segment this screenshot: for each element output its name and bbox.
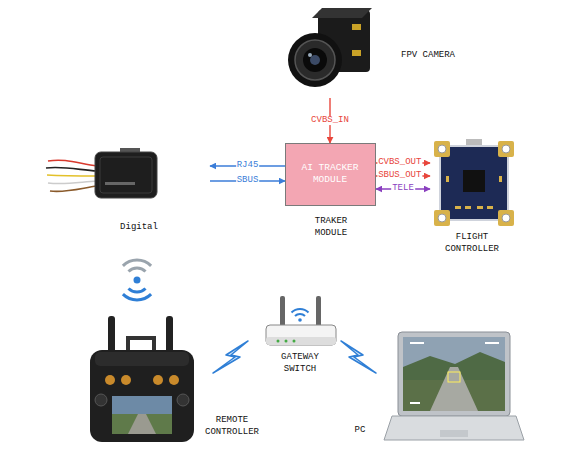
- module-case-edge: [100, 157, 152, 193]
- handle: [128, 338, 154, 352]
- signal-arc: [123, 260, 151, 266]
- node-label: PC: [350, 425, 370, 437]
- digital-module-node: Digital: [44, 148, 210, 203]
- controller-body: [90, 350, 194, 442]
- pc-node: PC: [384, 330, 524, 442]
- signal-label: CVBS_OUT: [377, 158, 422, 168]
- node-label: GATEWAY SWITCH: [276, 352, 324, 375]
- status-led: [277, 340, 280, 343]
- camera-lens-highlight: [308, 53, 312, 57]
- wire: [47, 175, 97, 176]
- tracking-box: [448, 372, 460, 382]
- router-body: [266, 325, 336, 345]
- control-knob: [169, 375, 179, 385]
- signal-arc: [123, 294, 151, 300]
- solder-pad: [477, 206, 483, 209]
- joystick: [95, 394, 107, 406]
- module-case: [95, 152, 157, 198]
- camera-node: FPV CAMERA: [288, 5, 376, 98]
- laptop-display: [403, 337, 505, 411]
- signal-label: SBUS: [236, 176, 260, 186]
- status-led: [285, 340, 288, 343]
- mounting-pad: [434, 141, 450, 157]
- solder-pad: [487, 206, 493, 209]
- laptop-illustration: [384, 332, 524, 440]
- router-front: [266, 337, 336, 345]
- signal-label: RJ45: [236, 161, 260, 171]
- laptop-trackpad: [440, 430, 468, 437]
- node-label: REMOTE CONTROLLER: [200, 415, 264, 438]
- signal-label: SBUS_OUT: [377, 171, 422, 181]
- wifi-arc: [295, 314, 305, 316]
- camera-lens-ring: [295, 40, 335, 80]
- solder-pad: [455, 206, 461, 209]
- mounting-pad: [434, 210, 450, 226]
- controller-shoulder: [95, 352, 189, 366]
- remote-controller-node: REMOTE CONTROLLER: [88, 314, 196, 444]
- flight-controller-illustration: [434, 139, 514, 226]
- signal-arc: [129, 268, 146, 272]
- hud-mark: [410, 342, 424, 344]
- solder-pad: [446, 176, 449, 182]
- gateway-switch-illustration: [266, 296, 336, 345]
- control-knob: [121, 375, 131, 385]
- node-label: AI TRACKER MODULE: [295, 162, 365, 187]
- screen-road: [128, 414, 156, 434]
- antenna: [316, 296, 321, 328]
- node-caption: TRAKER MODULE: [308, 216, 354, 239]
- status-led: [293, 340, 296, 343]
- mounting-pad: [498, 141, 514, 157]
- signal-label: TELE: [391, 184, 415, 194]
- node-label: FLIGHT CONTROLLER: [440, 232, 504, 255]
- laptop-base: [384, 416, 524, 440]
- wire: [48, 181, 97, 184]
- gateway-switch-node: GATEWAY SWITCH: [262, 294, 340, 348]
- wire: [50, 186, 97, 191]
- camera-screw: [352, 24, 361, 30]
- tracker-module-box: AI TRACKER MODULETRAKER MODULE: [285, 143, 376, 206]
- wireless-link-bolt: [213, 341, 248, 373]
- camera-lens-barrel: [288, 33, 342, 87]
- hud-mark: [410, 402, 420, 404]
- node-label: Digital: [115, 222, 163, 234]
- mounting-hole: [502, 145, 510, 153]
- mcu-chip: [463, 170, 485, 192]
- signal-label: CVBS_IN: [310, 116, 350, 126]
- module-print: [105, 182, 135, 185]
- mounting-hole: [438, 214, 446, 222]
- node-label: FPV CAMERA: [396, 50, 460, 62]
- hud-mark: [485, 342, 499, 344]
- wifi-dot: [298, 318, 302, 322]
- signal-dot: [134, 277, 141, 284]
- camera-top-face: [312, 8, 372, 18]
- mounting-pad: [498, 210, 514, 226]
- joystick: [177, 394, 189, 406]
- laptop-bezel: [398, 332, 510, 416]
- fpv-camera-illustration: [288, 8, 372, 87]
- remote-controller-illustration: [90, 316, 194, 442]
- camera-lens-glass: [303, 48, 327, 72]
- antenna: [280, 296, 285, 328]
- camera-screw: [352, 50, 361, 56]
- wire: [48, 160, 97, 166]
- screen-ground: [112, 414, 172, 434]
- mounting-hole: [438, 145, 446, 153]
- controller-screen: [112, 396, 172, 434]
- digital-module-illustration: [46, 148, 157, 198]
- display-road: [430, 367, 478, 411]
- pcb-board: [440, 146, 508, 220]
- solder-pad: [465, 206, 471, 209]
- camera-lens-reflection: [310, 55, 320, 65]
- mounting-hole: [502, 214, 510, 222]
- control-knob: [105, 375, 115, 385]
- solder-pad: [499, 176, 502, 182]
- flight-controller-node: FLIGHT CONTROLLER: [430, 138, 516, 228]
- wireless-link-bolt: [341, 341, 376, 373]
- wifi-arc: [292, 309, 309, 313]
- control-knob: [153, 375, 163, 385]
- signal-arc: [129, 289, 146, 293]
- wire: [46, 167, 97, 171]
- wireless-icon: [123, 260, 151, 300]
